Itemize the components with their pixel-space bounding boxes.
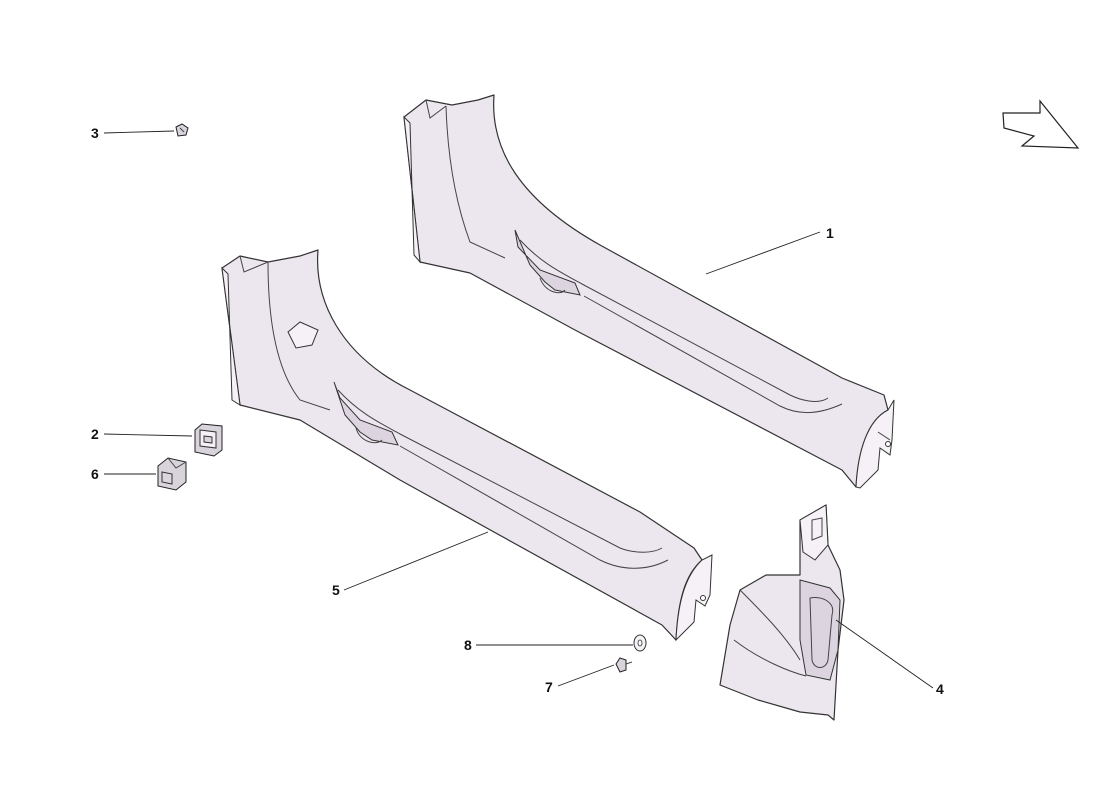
leader-lines [103, 130, 934, 689]
washer-part-8[interactable] [633, 634, 647, 652]
screw-part-7[interactable] [615, 657, 633, 673]
callout-1: 1 [826, 225, 834, 241]
callout-2: 2 [91, 426, 99, 442]
direction-arrow-icon [1002, 99, 1080, 149]
callout-4: 4 [936, 681, 944, 697]
sill-panel-lower[interactable] [221, 249, 713, 642]
callout-7: 7 [545, 679, 553, 695]
callout-6: 6 [91, 466, 99, 482]
sill-panel-upper[interactable] [403, 94, 895, 489]
connector-part-6[interactable] [157, 457, 187, 491]
clip-part-2[interactable] [194, 423, 223, 457]
callout-8: 8 [464, 637, 472, 653]
screw-part-3[interactable] [175, 123, 189, 137]
callout-3: 3 [91, 125, 99, 141]
callout-5: 5 [332, 582, 340, 598]
corner-trim-panel[interactable] [719, 504, 845, 721]
